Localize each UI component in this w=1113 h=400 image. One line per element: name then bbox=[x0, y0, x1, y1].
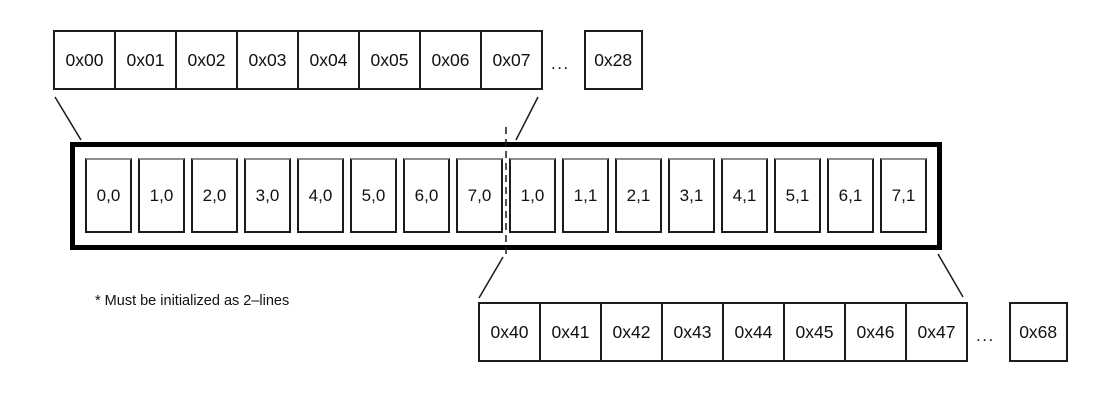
cache-line-cell: 1,0 bbox=[138, 158, 185, 233]
address-cell-end-bottom: 0x68 bbox=[1008, 302, 1068, 362]
address-cell: 0x04 bbox=[297, 30, 360, 90]
cache-line-cell: 1,1 bbox=[562, 158, 609, 233]
address-cell: 0x47 bbox=[905, 302, 968, 362]
cache-line-cell: 3,1 bbox=[668, 158, 715, 233]
cache-line-cell: 6,0 bbox=[403, 158, 450, 233]
cache-line-cell: 1,0 bbox=[509, 158, 556, 233]
address-cell: 0x43 bbox=[661, 302, 724, 362]
address-cell: 0x41 bbox=[539, 302, 602, 362]
connector-top-right bbox=[515, 96, 539, 141]
cache-line-cell: 2,1 bbox=[615, 158, 662, 233]
cache-line-cell: 5,0 bbox=[350, 158, 397, 233]
address-cell: 0x46 bbox=[844, 302, 907, 362]
cache-line-cell: 7,0 bbox=[456, 158, 503, 233]
address-cell: 0x03 bbox=[236, 30, 299, 90]
footnote: * Must be initialized as 2–lines bbox=[95, 293, 290, 309]
address-cell: 0x07 bbox=[480, 30, 543, 90]
address-cell-end-top: 0x28 bbox=[583, 30, 643, 90]
connector-top-left bbox=[54, 96, 82, 141]
cache-line-cell: 6,1 bbox=[827, 158, 874, 233]
ellipsis-top: ... bbox=[551, 54, 570, 73]
cache-line-cell: 7,1 bbox=[880, 158, 927, 233]
address-cell: 0x40 bbox=[478, 302, 541, 362]
cache-line-cell: 3,0 bbox=[244, 158, 291, 233]
address-cell: 0x02 bbox=[175, 30, 238, 90]
address-cell: 0x44 bbox=[722, 302, 785, 362]
connector-bottom-left bbox=[478, 256, 504, 299]
ellipsis-bottom: ... bbox=[976, 326, 995, 345]
cache-line-cell: 2,0 bbox=[191, 158, 238, 233]
cache-line-cell: 0,0 bbox=[85, 158, 132, 233]
cache-line-cell: 4,1 bbox=[721, 158, 768, 233]
cache-line-cell: 5,1 bbox=[774, 158, 821, 233]
address-cell: 0x42 bbox=[600, 302, 663, 362]
address-cell: 0x00 bbox=[53, 30, 116, 90]
connector-bottom-right bbox=[937, 253, 964, 298]
address-cell: 0x45 bbox=[783, 302, 846, 362]
address-cell: 0x06 bbox=[419, 30, 482, 90]
address-cell: 0x01 bbox=[114, 30, 177, 90]
address-cell: 0x05 bbox=[358, 30, 421, 90]
cache-line-cell: 4,0 bbox=[297, 158, 344, 233]
